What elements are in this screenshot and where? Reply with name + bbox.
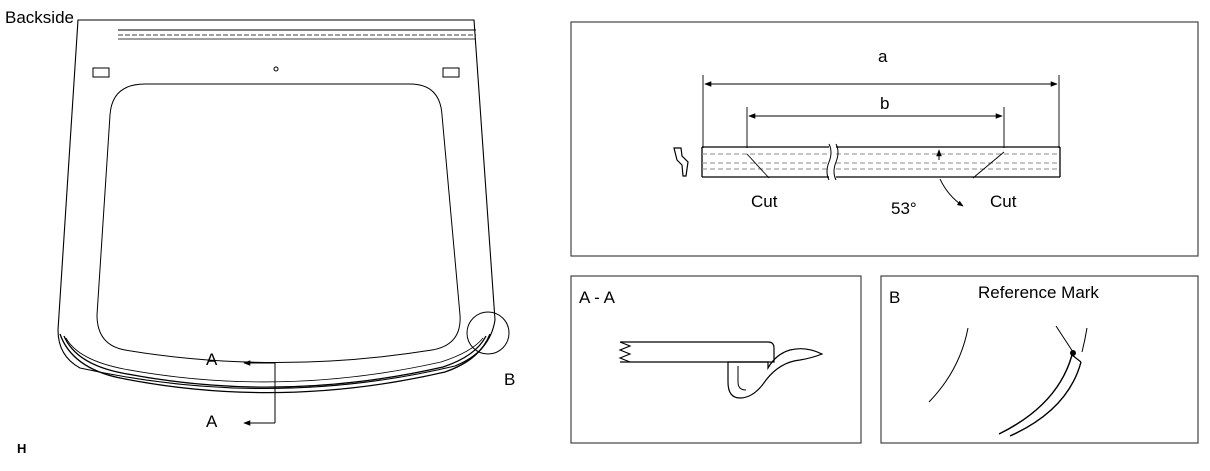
angle-label: 53° [891, 199, 917, 218]
detail-panel-title: B [889, 288, 900, 307]
detail-edge-left [928, 327, 969, 403]
detail-b-label: B [504, 370, 515, 389]
detail-b-circle [466, 311, 510, 355]
angle-arc [939, 178, 964, 207]
backside-label: Backside [5, 8, 74, 27]
dimension-panel: a b Cut Cut 53° [570, 21, 1199, 257]
section-moulding-inner [737, 366, 747, 391]
profile-symbol [673, 147, 689, 177]
section-break [618, 341, 632, 363]
cut-line-right [972, 151, 1005, 179]
section-a-label-bottom: A [206, 412, 218, 431]
clip-mark-right [442, 67, 460, 78]
clip-mark-left [92, 67, 110, 78]
dim-b-label: b [880, 94, 889, 113]
cut-label-left: Cut [751, 192, 778, 211]
center-hole [273, 66, 279, 72]
section-panel-title: A - A [579, 288, 616, 307]
detail-edge-right [1081, 327, 1088, 353]
detail-panel-frame [880, 275, 1199, 444]
detail-panel: B Reference Mark [880, 275, 1199, 444]
detail-moulding-end [1071, 354, 1082, 363]
window-opening [96, 83, 461, 363]
detail-panel-subtitle: Reference Mark [978, 283, 1099, 302]
reference-mark-dot [1070, 350, 1076, 356]
section-glass [620, 341, 775, 363]
moulding-strip-outer [59, 333, 491, 394]
cut-line-left [746, 153, 770, 179]
roof-outline [57, 19, 496, 390]
section-moulding [727, 348, 824, 399]
dimension-panel-frame [570, 21, 1199, 257]
moulding-bar [701, 143, 1061, 181]
detail-moulding-inner [1009, 361, 1082, 437]
backside-view: Backside B A A H [5, 8, 515, 456]
section-panel-frame [570, 275, 862, 444]
reference-mark-leader [1055, 325, 1074, 353]
moulding-strip-inner [63, 335, 487, 388]
section-a-label-top: A [206, 350, 218, 369]
detail-moulding-outer [998, 354, 1073, 435]
cut-label-right: Cut [990, 192, 1017, 211]
moulding-strip-mid [65, 337, 484, 383]
footer-code: H [17, 441, 26, 456]
dim-a-label: a [878, 47, 888, 66]
section-panel: A - A [570, 275, 862, 444]
